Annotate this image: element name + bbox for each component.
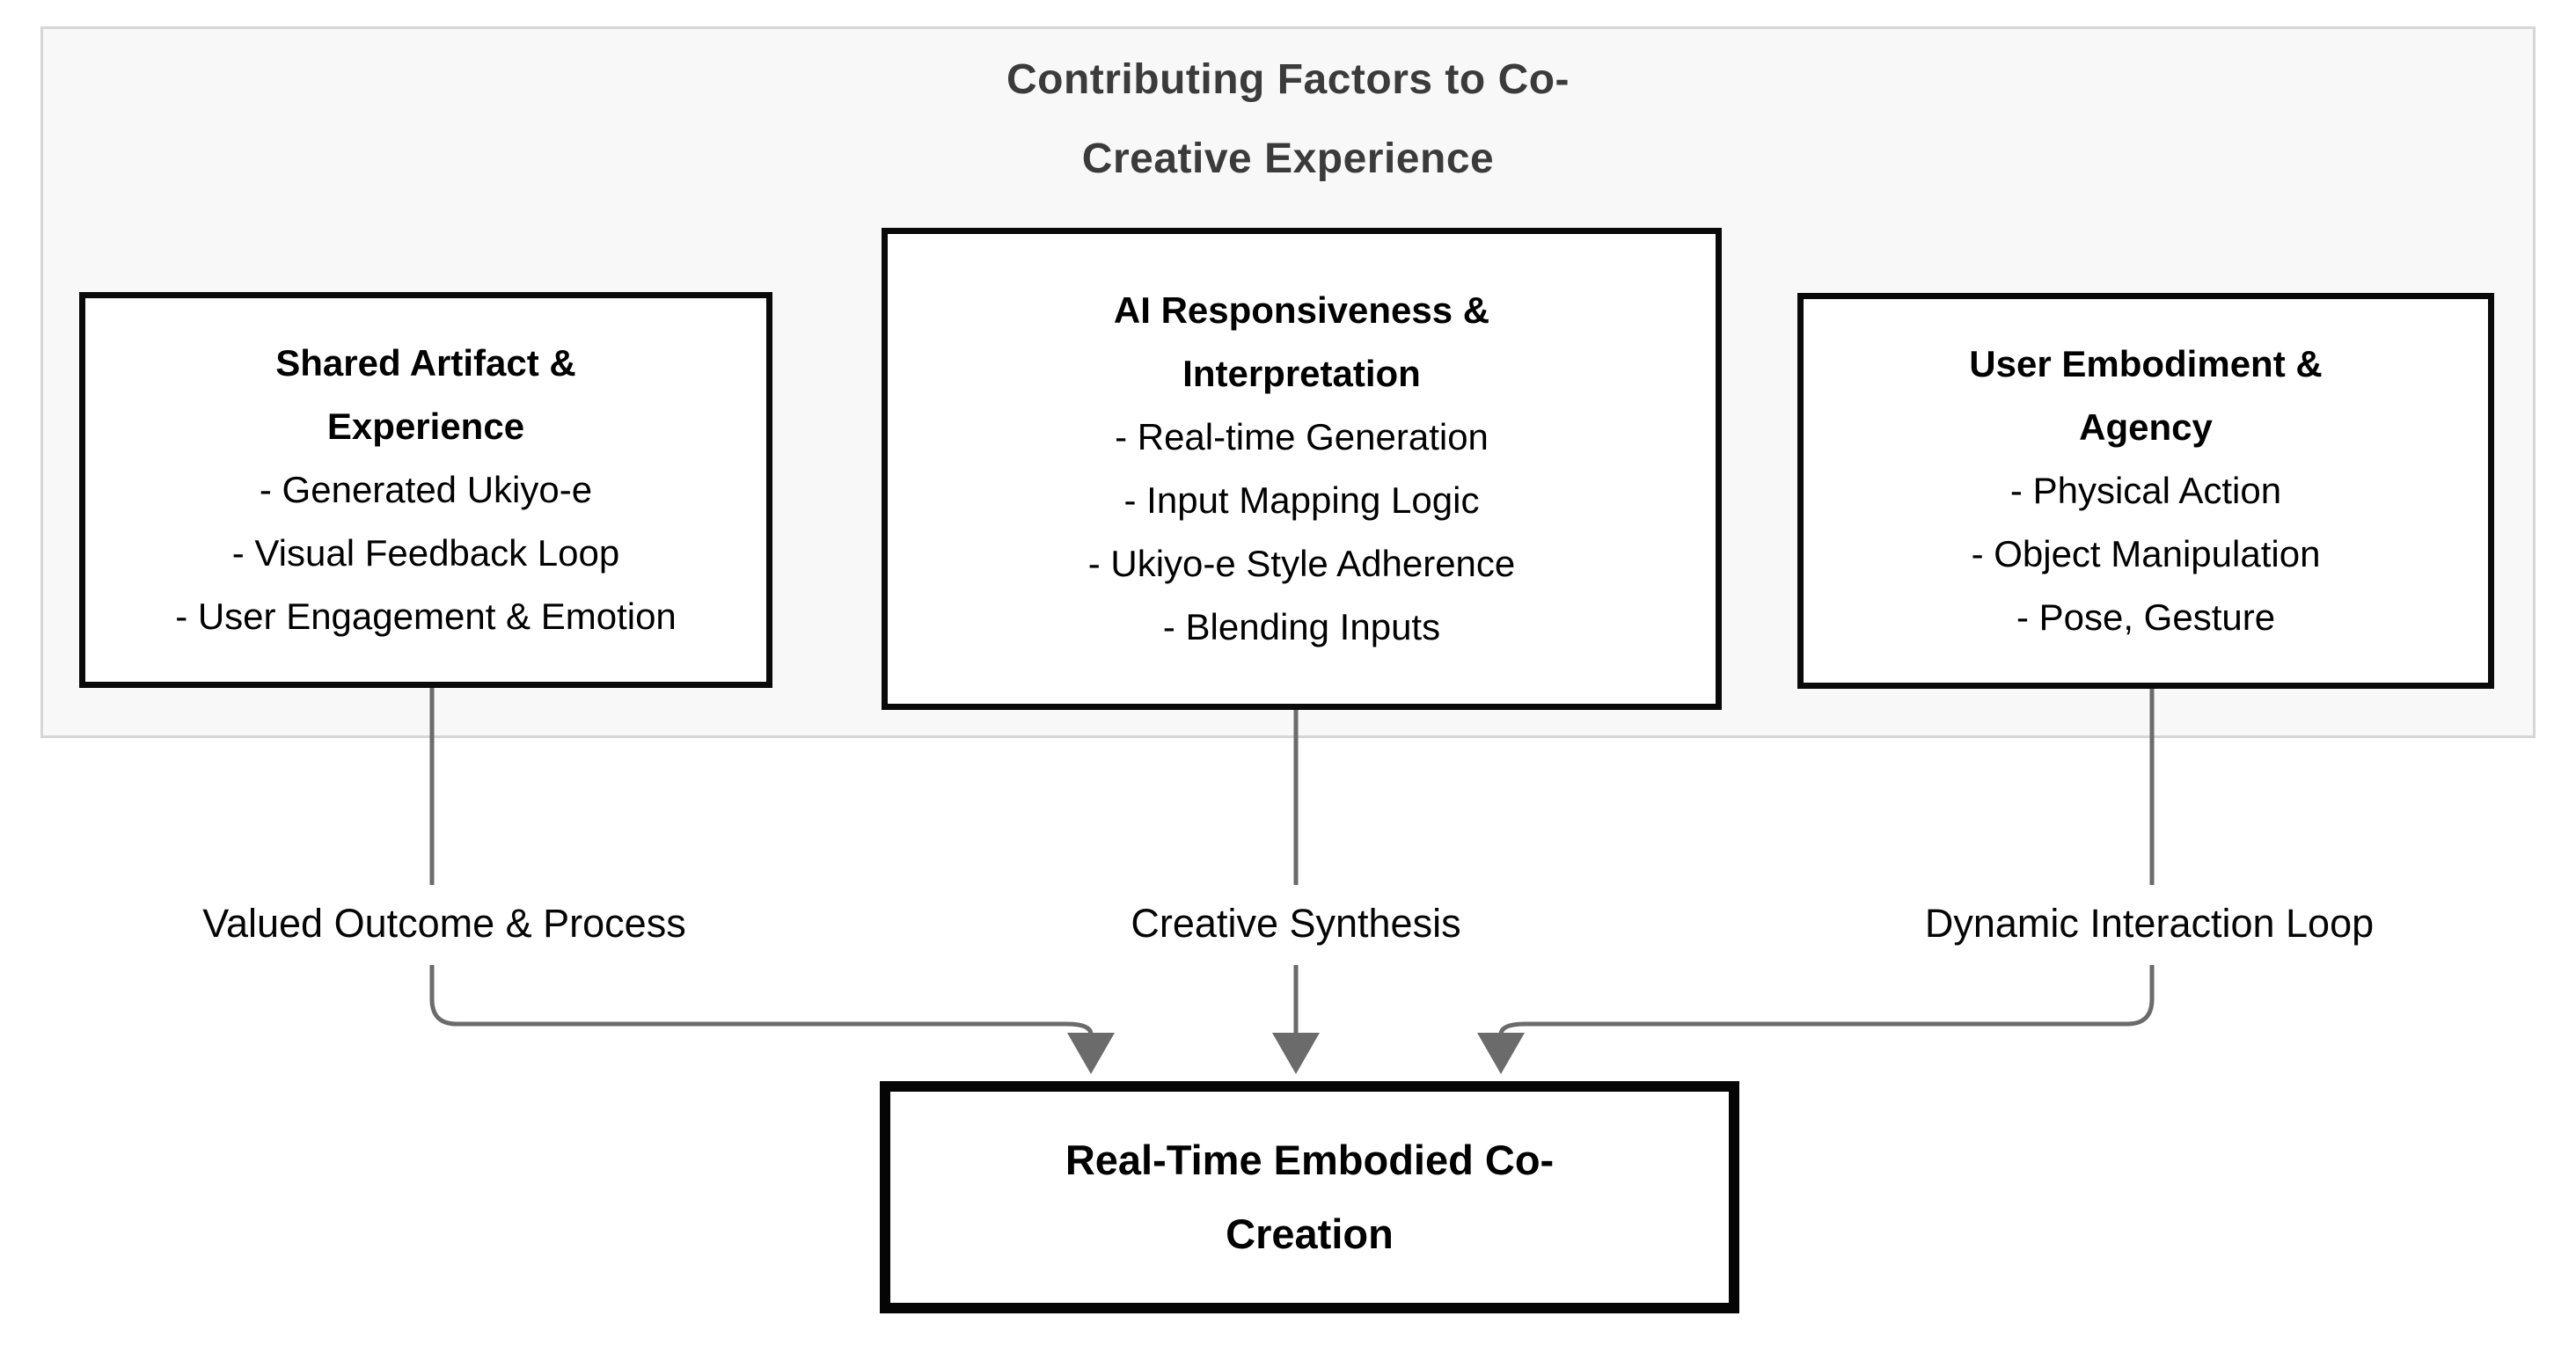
factor-box-title-line1: Shared Artifact &: [275, 342, 576, 384]
factor-item: - Pose, Gesture: [2016, 596, 2276, 638]
result-box-line1: Real-Time Embodied Co-: [1065, 1137, 1555, 1183]
factor-item: - Generated Ukiyo-e: [259, 469, 593, 510]
factor-item: - Physical Action: [2009, 470, 2282, 511]
factor-box-title-line1: User Embodiment &: [1969, 343, 2323, 384]
arrowhead-down-icon: [1067, 1033, 1115, 1074]
panel-title-line2: Creative Experience: [1081, 135, 1495, 182]
factor-item: - Visual Feedback Loop: [231, 532, 620, 574]
factor-item: - Real-time Generation: [1115, 416, 1489, 457]
result-box-real-time-embodied-co-creation: Real-Time Embodied Co- Creation: [880, 1081, 1739, 1313]
arrowhead-down-icon: [1272, 1033, 1320, 1074]
edge-label-dynamic-interaction-loop: Dynamic Interaction Loop: [1924, 901, 2375, 946]
arrowhead-down-icon: [1477, 1033, 1525, 1074]
factor-box-ai-responsiveness-interpretation: AI Responsiveness & Interpretation - Rea…: [882, 228, 1722, 710]
edge-label-valued-outcome-process: Valued Outcome & Process: [202, 901, 686, 946]
factor-item: - Ukiyo-e Style Adherence: [1087, 543, 1516, 584]
factor-item: - Input Mapping Logic: [1123, 479, 1480, 521]
connector-right-lower: [1498, 965, 2155, 1035]
factor-item: - Object Manipulation: [1971, 533, 2321, 574]
factor-item: - User Engagement & Emotion: [175, 596, 677, 637]
factor-box-shared-artifact-experience: Shared Artifact & Experience - Generated…: [79, 292, 772, 688]
factor-box-title-line1: AI Responsiveness &: [1113, 289, 1490, 331]
panel-title: Contributing Factors to Co- Creative Exp…: [40, 40, 2536, 199]
edge-label-creative-synthesis: Creative Synthesis: [1131, 901, 1461, 946]
connector-left-lower: [429, 965, 1094, 1035]
result-box-line2: Creation: [1226, 1210, 1394, 1257]
factor-box-title-line2: Agency: [2079, 406, 2213, 448]
factor-box-user-embodiment-agency: User Embodiment & Agency - Physical Acti…: [1797, 293, 2494, 689]
factor-box-title-line2: Experience: [326, 406, 525, 447]
factor-box-title-line2: Interpretation: [1182, 353, 1421, 394]
factor-item: - Blending Inputs: [1162, 606, 1441, 647]
panel-title-line1: Contributing Factors to Co-: [1006, 56, 1570, 103]
